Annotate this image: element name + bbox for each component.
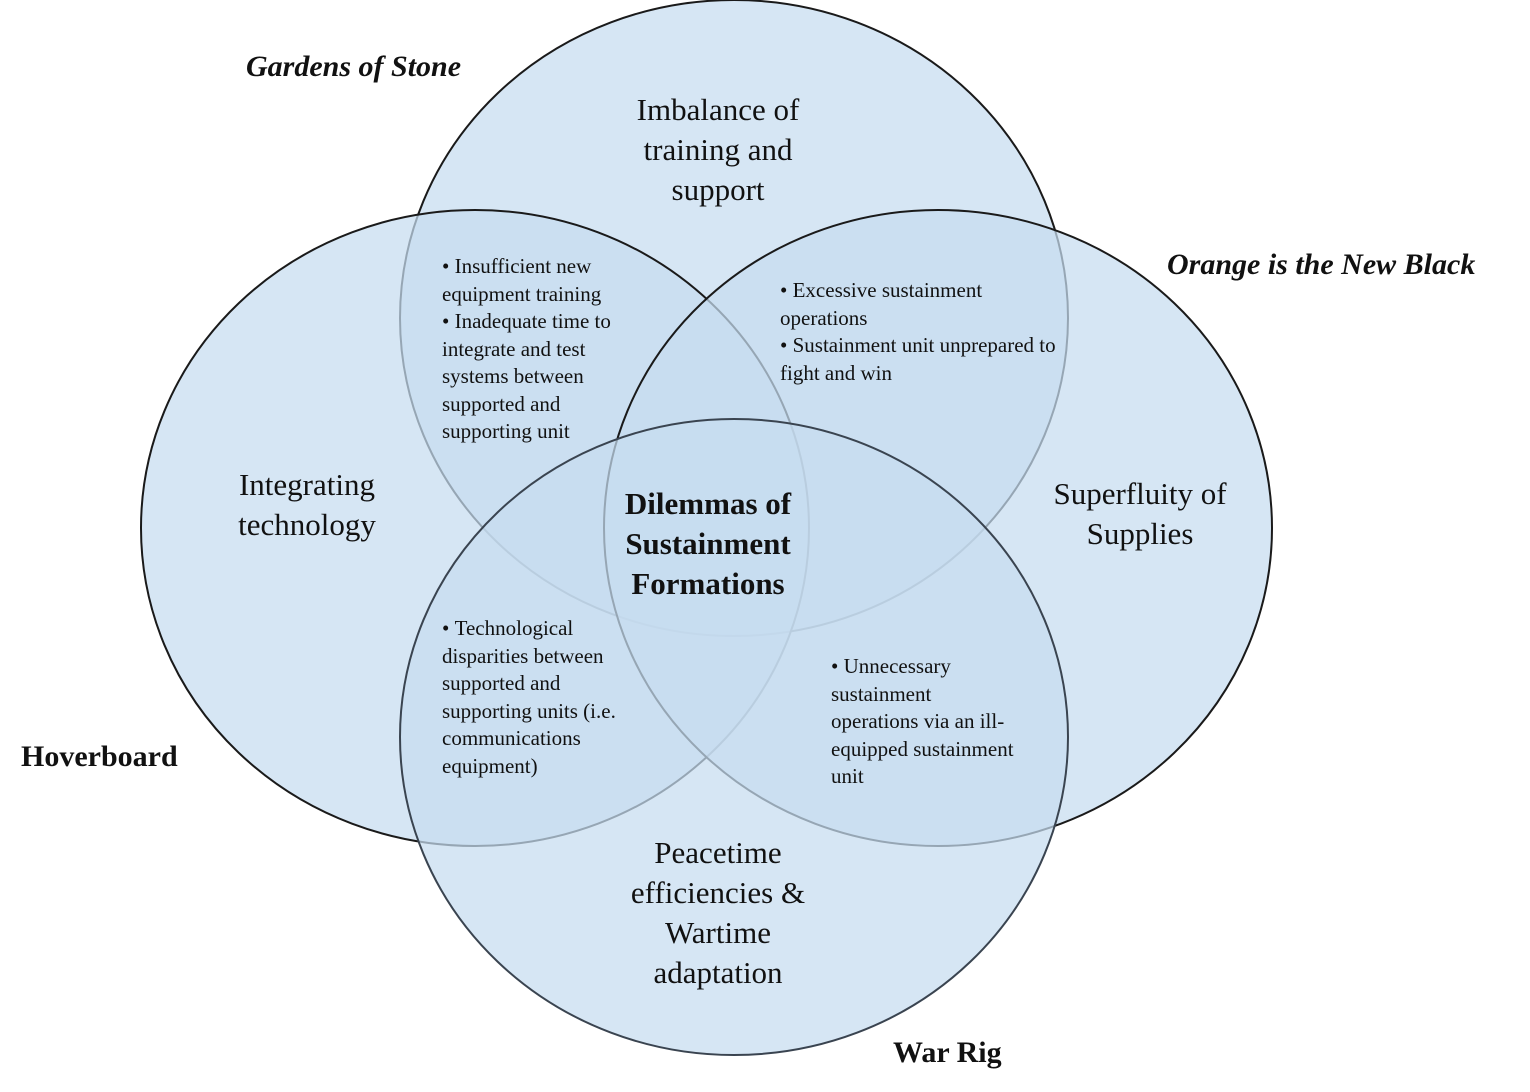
overlap-bullet: Excessive sustainment operations	[780, 277, 1065, 332]
overlap-bottom-left: Technological disparities between suppor…	[442, 615, 642, 780]
theme-bottom-line: efficiencies &	[630, 875, 806, 910]
theme-right: Superfluity of Supplies	[1030, 474, 1250, 554]
film-label-top: Gardens of Stone	[246, 50, 462, 83]
center-title-line: Formations	[631, 566, 785, 601]
theme-bottom-line: Wartime	[665, 915, 771, 950]
theme-bottom-line: Peacetime	[654, 835, 782, 870]
theme-bottom-line: adaptation	[653, 955, 783, 990]
overlap-bullet: Unnecessary sustainment operations via a…	[831, 653, 1023, 791]
theme-top-line: Imbalance of	[636, 92, 800, 127]
theme-right-line: Supplies	[1086, 516, 1194, 551]
overlap-bullet: Insufficient new equipment training	[442, 253, 638, 308]
overlap-bottom-right: Unnecessary sustainment operations via a…	[831, 653, 1023, 791]
film-label-right: Orange is the New Black	[1167, 248, 1476, 281]
theme-right-line: Superfluity of	[1053, 476, 1227, 511]
circle-bottom	[399, 418, 1069, 1056]
theme-left-line: Integrating	[238, 467, 375, 502]
theme-left-line: technology	[238, 507, 376, 542]
overlap-top-right: Excessive sustainment operations Sustain…	[780, 277, 1065, 387]
film-label-left: Hoverboard	[21, 740, 178, 773]
center-title-line: Sustainment	[625, 526, 791, 561]
theme-top: Imbalance of training and support	[598, 90, 838, 210]
overlap-top-left: Insufficient new equipment training Inad…	[442, 253, 638, 446]
theme-top-line: support	[671, 172, 765, 207]
film-label-bottom: War Rig	[893, 1036, 1002, 1069]
theme-left: Integrating technology	[197, 465, 417, 545]
theme-top-line: training and	[643, 132, 793, 167]
overlap-bullet: Technological disparities between suppor…	[442, 615, 642, 780]
overlap-bullet: Sustainment unit unprepared to fight and…	[780, 332, 1065, 387]
center-title-line: Dilemmas of	[624, 486, 792, 521]
theme-bottom: Peacetime efficiencies & Wartime adaptat…	[598, 833, 838, 993]
overlap-bullet: Inadequate time to integrate and test sy…	[442, 308, 638, 446]
center-title: Dilemmas of Sustainment Formations	[588, 484, 828, 604]
